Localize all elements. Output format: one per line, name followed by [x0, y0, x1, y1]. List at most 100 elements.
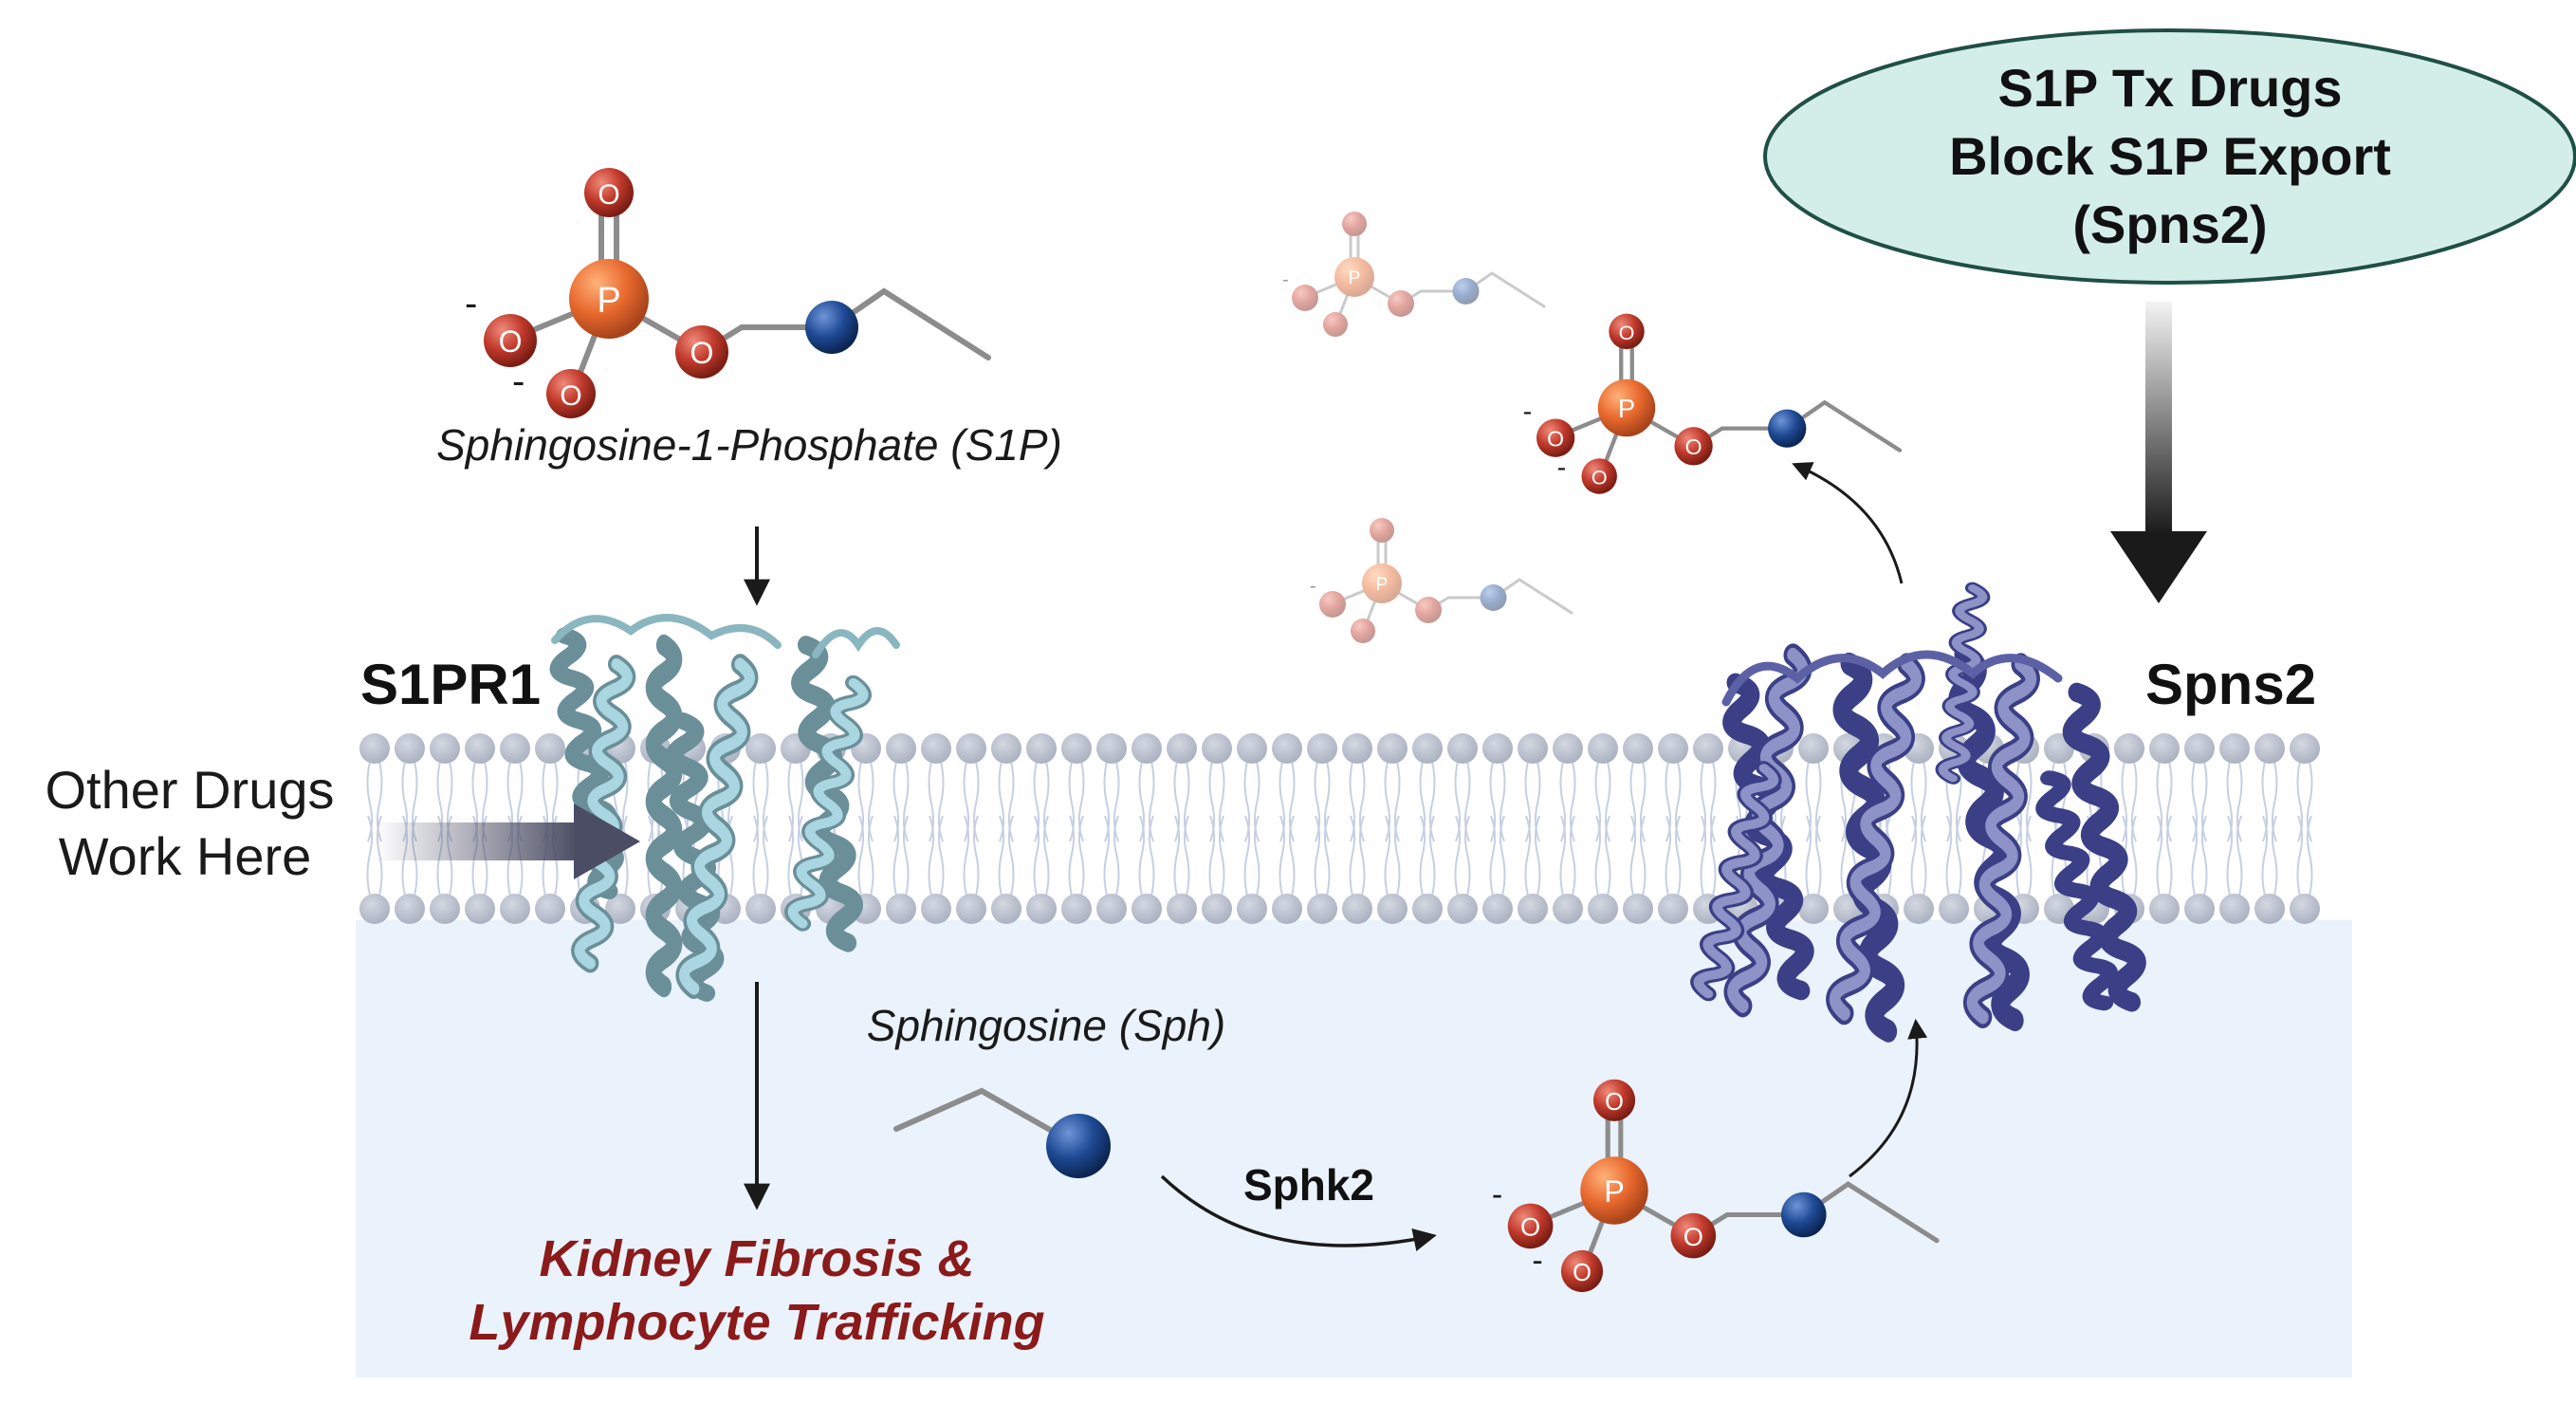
lipid-tail — [2296, 761, 2313, 896]
lipid-head — [745, 894, 776, 924]
s1p-molecule-exported: P O O O O - - — [1523, 314, 1900, 494]
lipid-head — [1237, 894, 1267, 924]
arrow-drug-block — [2110, 302, 2207, 603]
charge-label: - — [465, 283, 477, 324]
lipid-head — [1588, 894, 1618, 924]
lipid-tail — [787, 761, 804, 896]
lipid-head — [1272, 733, 1302, 764]
sph-molecule — [893, 1087, 1111, 1178]
lipid-head — [1061, 894, 1092, 924]
s1p-molecule-main: P O O O O - - — [465, 168, 988, 418]
lipid-head — [1026, 894, 1057, 924]
lipid-head — [1412, 733, 1443, 764]
phosphorus-label: P — [597, 281, 620, 321]
arrow-export-s1p — [1792, 462, 1904, 584]
lipid-head — [2254, 894, 2285, 924]
lipid-tail — [1454, 761, 1471, 896]
oxygen-label: O — [1592, 466, 1608, 490]
oxygen-label: O — [1520, 1212, 1540, 1242]
lipid-head — [2184, 733, 2215, 764]
bubble-line-2: Block S1P Export — [1949, 126, 2391, 186]
lipid-head — [1096, 894, 1127, 924]
lipid-tail — [857, 761, 874, 896]
outcome-line-2: Lymphocyte Trafficking — [469, 1294, 1044, 1351]
lipid-tail — [892, 761, 910, 896]
lipid-head — [1798, 894, 1829, 924]
lipid-head — [1202, 733, 1232, 764]
lipid-tail — [1629, 761, 1647, 896]
lipid-head — [1693, 733, 1723, 764]
lipid-tail — [2191, 761, 2208, 896]
lipid-head — [2219, 894, 2250, 924]
lipid-head — [956, 894, 986, 924]
lipid-head — [359, 894, 390, 924]
lipid-tail — [1489, 761, 1506, 896]
lipid-tail — [1103, 761, 1120, 896]
lipid-head — [1342, 894, 1372, 924]
lipid-head — [1904, 894, 1934, 924]
lipid-head — [2219, 733, 2250, 764]
lipid-head — [1623, 733, 1653, 764]
charge-label: - — [1310, 576, 1316, 597]
lipid-tail — [2121, 761, 2138, 896]
lipid-head — [465, 733, 495, 764]
lipid-head — [1096, 733, 1127, 764]
lipid-head — [1412, 894, 1443, 924]
lipid-tail — [1559, 761, 1576, 896]
lipid-tail — [752, 761, 769, 896]
lipid-head — [1553, 894, 1583, 924]
s1pr1-receptor — [553, 614, 900, 994]
s1p-tx-drugs-bubble: S1P Tx Drugs Block S1P Export (Spns2) — [1763, 28, 2576, 285]
oxygen-label: O — [1547, 426, 1564, 451]
charge-label: - — [512, 360, 524, 402]
lipid-tail — [2261, 761, 2278, 896]
lipid-head — [1377, 733, 1408, 764]
lipid-head — [1132, 733, 1162, 764]
lipid-tail — [1279, 761, 1296, 896]
lipid-head — [956, 733, 986, 764]
lipid-head — [1658, 894, 1688, 924]
lipid-tail — [1349, 761, 1366, 896]
lipid-head — [1307, 894, 1337, 924]
lipid-tail — [1208, 761, 1225, 896]
s1p-molecule-faded: P - — [1310, 516, 1573, 645]
lipid-head — [2114, 733, 2144, 764]
lipid-tail — [1945, 761, 1962, 896]
lipid-head — [921, 733, 951, 764]
lipid-head — [991, 894, 1021, 924]
lipid-head — [886, 894, 916, 924]
phosphorus-label: P — [1376, 575, 1389, 595]
sphk2-label: Sphk2 — [1243, 1160, 1374, 1210]
bubble-line-3: (Spns2) — [2072, 194, 2267, 254]
arrow-other-drugs — [375, 804, 640, 879]
phosphorus-label: P — [1349, 268, 1361, 288]
lipid-head — [395, 733, 425, 764]
lipid-head — [1342, 733, 1372, 764]
lipid-head — [2290, 894, 2320, 924]
lipid-head — [1447, 733, 1478, 764]
oxygen-label: O — [598, 179, 619, 211]
lipid-head — [535, 894, 565, 924]
lipid-head — [745, 733, 776, 764]
charge-label: - — [1532, 1243, 1542, 1279]
lipid-tail — [1138, 761, 1155, 896]
other-drugs-line-2: Work Here — [59, 826, 312, 886]
lipid-head — [500, 894, 530, 924]
lipid-head — [500, 733, 530, 764]
lipid-head — [886, 733, 916, 764]
charge-label: - — [1282, 269, 1289, 290]
lipid-tail — [928, 761, 945, 896]
lipid-head — [1132, 894, 1162, 924]
lipid-tail — [1033, 761, 1050, 896]
lipid-head — [1482, 733, 1513, 764]
lipid-tail — [1384, 761, 1401, 896]
lipid-head — [1307, 733, 1337, 764]
lipid-head — [2149, 894, 2180, 924]
sph-molecule-label: Sphingosine (Sph) — [867, 1001, 1225, 1050]
lipid-head — [1026, 733, 1057, 764]
phosphorus-label: P — [1604, 1174, 1625, 1209]
lipid-head — [2149, 733, 2180, 764]
nitrogen-atom — [1046, 1114, 1111, 1178]
charge-label: - — [1492, 1176, 1502, 1212]
